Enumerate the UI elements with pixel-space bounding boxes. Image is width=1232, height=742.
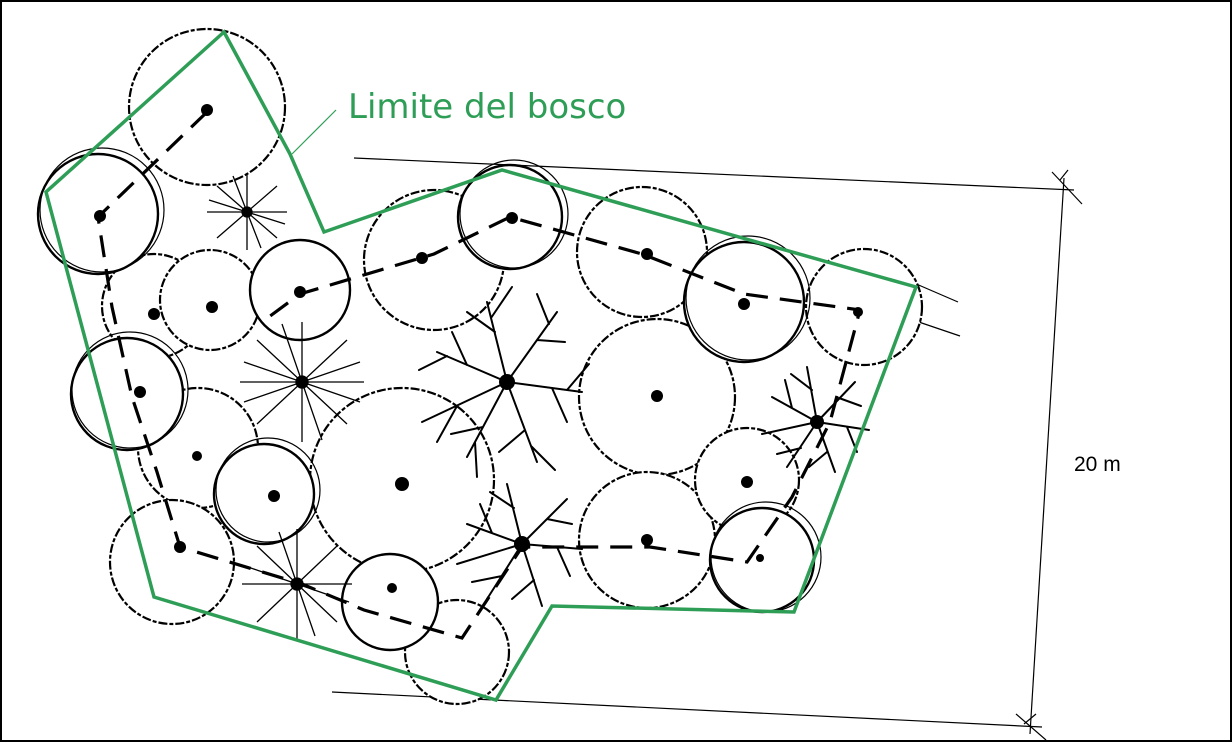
tree-crown xyxy=(804,247,924,367)
trunk-dot xyxy=(641,248,653,260)
dimension-label: 20 m xyxy=(1074,453,1121,476)
trunk-dot xyxy=(294,286,306,298)
trunk-dot xyxy=(641,534,653,546)
trunk-dot xyxy=(148,308,160,320)
boundary-label: Limite del bosco xyxy=(348,87,627,127)
dashed-ring-path xyxy=(96,110,863,640)
trunk-dot xyxy=(268,490,280,502)
tree-crown-round xyxy=(340,552,440,652)
trunk-dot xyxy=(206,301,218,313)
trunk-dot xyxy=(741,476,753,488)
forest-edge-boundary xyxy=(44,29,919,703)
dimension-line-top xyxy=(353,157,1075,191)
trunk-dot xyxy=(174,541,186,553)
tree-crown-round xyxy=(69,336,185,452)
tree-crowns-round-doubled xyxy=(39,147,822,613)
trunk-dot xyxy=(395,477,409,491)
trunk-dot xyxy=(853,307,863,317)
tree-crown-outline xyxy=(685,235,811,361)
tree-crown-outline xyxy=(71,331,189,449)
tree-crown-outline xyxy=(459,159,569,269)
trunk-dot xyxy=(651,390,663,402)
dimension-tick-top-b xyxy=(1059,169,1069,181)
dimension-tick-bottom-b xyxy=(1023,713,1037,725)
tree-crown-outline xyxy=(215,437,321,543)
tree-crown-round xyxy=(212,442,316,546)
conifer-tree xyxy=(207,174,287,250)
dimension-line-vertical xyxy=(1029,177,1065,735)
trunk-dot xyxy=(738,298,750,310)
leader-line xyxy=(291,109,337,155)
trunk-dot xyxy=(416,252,428,264)
conifer-trees xyxy=(207,174,364,639)
conifer-tree xyxy=(240,322,364,442)
trunk-dot xyxy=(387,583,397,593)
trunk-dot xyxy=(201,104,213,116)
trunk-markers xyxy=(94,104,863,593)
dimension-tick-top-a xyxy=(1051,171,1083,205)
dashed-path xyxy=(96,110,863,640)
dimension-tick-bottom-a xyxy=(1015,713,1047,740)
trunk-dot xyxy=(192,451,202,461)
trunk-dot xyxy=(134,386,146,398)
trunk-dot xyxy=(506,212,518,224)
tree-crown xyxy=(158,248,262,352)
conifer-tree xyxy=(242,529,352,639)
tree-crown-outline xyxy=(39,147,165,273)
branching-tree xyxy=(418,286,590,478)
trunk-dot xyxy=(756,554,764,562)
trunk-dot xyxy=(94,210,106,222)
